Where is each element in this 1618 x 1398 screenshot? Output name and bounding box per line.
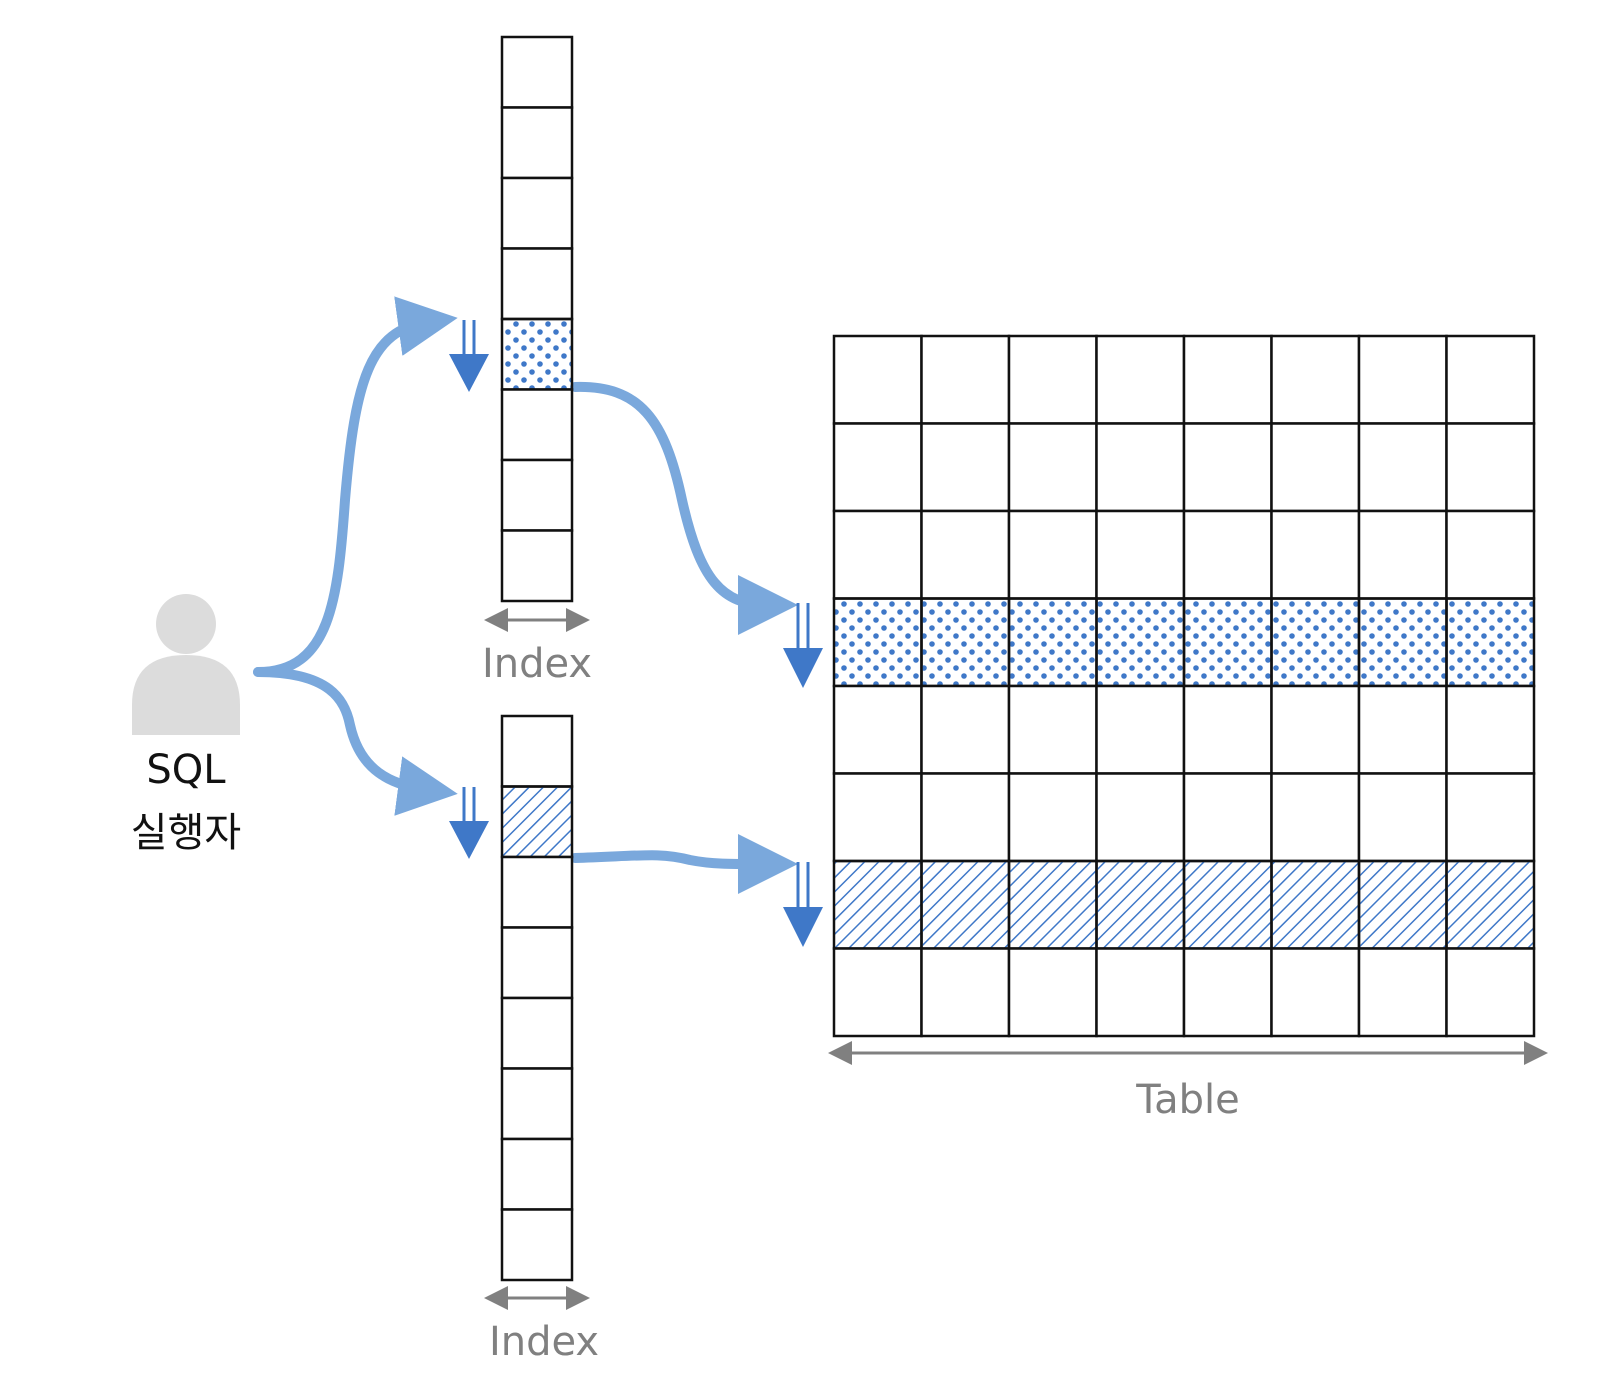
index-cell — [500, 176, 574, 250]
table-cell-striped — [1182, 859, 1273, 950]
index-cell — [500, 1067, 574, 1141]
table-cell — [832, 947, 923, 1038]
table-cell — [1007, 422, 1098, 513]
table-cell-striped — [1357, 859, 1448, 950]
index-cell-highlighted — [500, 317, 574, 391]
index-cell — [500, 1137, 574, 1211]
flow-arrow-to-lower-index — [253, 667, 458, 816]
index-cell-highlighted — [500, 785, 574, 859]
table-cell — [1270, 334, 1361, 425]
index-cell — [500, 529, 574, 603]
table-cell — [1270, 684, 1361, 775]
table-cell — [1357, 772, 1448, 863]
table-cell — [1007, 684, 1098, 775]
table-cell — [1445, 947, 1536, 1038]
table-cell — [1182, 947, 1273, 1038]
table-cell — [1095, 422, 1186, 513]
table-cell — [1357, 947, 1448, 1038]
table-cell — [1445, 509, 1536, 600]
table-cell — [1182, 334, 1273, 425]
actor-label-sql: SQL — [146, 747, 226, 793]
table-cell — [1095, 684, 1186, 775]
actor-label-executor: 실행자 — [131, 810, 241, 856]
table-cell — [1095, 334, 1186, 425]
table-cell-striped — [1007, 859, 1098, 950]
person-icon — [132, 594, 240, 735]
table-cell — [1182, 772, 1273, 863]
flow-arrow-to-upper-index — [253, 296, 458, 677]
table-cell-dotted — [1095, 597, 1186, 688]
table-cell — [832, 509, 923, 600]
table-cell — [1445, 422, 1536, 513]
table-cell — [1357, 684, 1448, 775]
table-cell-dotted — [1007, 597, 1098, 688]
down-arrow-icon — [449, 320, 489, 392]
table-cell — [1095, 509, 1186, 600]
table-cell — [920, 334, 1011, 425]
table-cell — [1270, 509, 1361, 600]
table-label: Table — [1135, 1077, 1239, 1123]
table-cell — [920, 509, 1011, 600]
down-arrow-icon — [783, 603, 823, 688]
upper-index-label: Index — [482, 641, 592, 687]
index-cell — [500, 458, 574, 532]
index-cell — [500, 855, 574, 929]
table-cell — [1357, 422, 1448, 513]
table-cell-dotted — [1445, 597, 1536, 688]
table-cell — [1445, 334, 1536, 425]
table-cell — [1182, 422, 1273, 513]
upper-index-column — [500, 35, 574, 603]
table-cell-striped — [920, 859, 1011, 950]
index-cell — [500, 247, 574, 321]
table-cell-dotted — [920, 597, 1011, 688]
index-cell — [500, 106, 574, 180]
index-cell — [500, 1208, 574, 1282]
table-cell — [1095, 772, 1186, 863]
table-grid — [832, 334, 1536, 1038]
table-cell — [832, 684, 923, 775]
table-cell-dotted — [832, 597, 923, 688]
table-cell-striped — [832, 859, 923, 950]
table-cell — [1007, 772, 1098, 863]
table-cell — [1445, 772, 1536, 863]
table-cell — [832, 334, 923, 425]
index-cell — [500, 388, 574, 462]
table-cell-striped — [1445, 859, 1536, 950]
flow-arrow-to-dotted-row — [570, 381, 798, 635]
lower-index-column — [500, 714, 574, 1282]
table-cell — [1270, 772, 1361, 863]
table-cell — [1445, 684, 1536, 775]
table-cell — [1357, 509, 1448, 600]
table-cell — [920, 684, 1011, 775]
table-cell — [920, 947, 1011, 1038]
table-cell-dotted — [1182, 597, 1273, 688]
table-cell — [1182, 684, 1273, 775]
flow-arrows — [253, 296, 798, 895]
table-cell — [1095, 947, 1186, 1038]
table-cell-striped — [1270, 859, 1361, 950]
table-cell — [1182, 509, 1273, 600]
table-cell-striped — [1095, 859, 1186, 950]
table-cell — [920, 422, 1011, 513]
table-cell — [832, 422, 923, 513]
table-cell — [1270, 947, 1361, 1038]
table-cell — [832, 772, 923, 863]
table-cell — [1007, 334, 1098, 425]
table-cell-dotted — [1270, 597, 1361, 688]
down-arrow-icon — [449, 787, 489, 859]
index-cell — [500, 996, 574, 1070]
table-cell — [1357, 334, 1448, 425]
lower-index-label: Index — [489, 1319, 599, 1365]
index-cell — [500, 926, 574, 1000]
table-cell — [1270, 422, 1361, 513]
table-cell — [1007, 947, 1098, 1038]
index-cell — [500, 35, 574, 109]
table-cell — [920, 772, 1011, 863]
flow-arrow-to-striped-row — [570, 834, 798, 895]
table-cell — [1007, 509, 1098, 600]
down-arrow-icon — [783, 862, 823, 947]
table-cell-dotted — [1357, 597, 1448, 688]
index-cell — [500, 714, 574, 788]
